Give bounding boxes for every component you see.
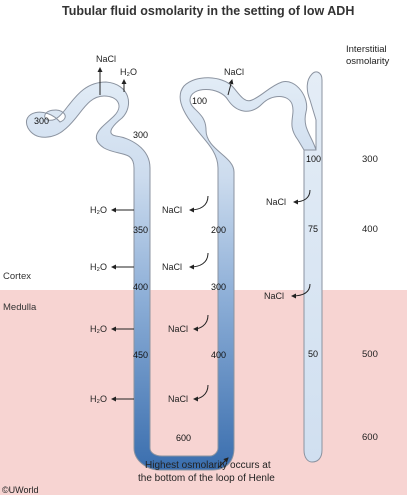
nacl-label-2: NaCl: [162, 262, 182, 272]
ascending-value-400: 400: [211, 350, 226, 360]
nephron-tubule: [26, 77, 317, 471]
nacl-label-cd-1: NaCl: [266, 197, 286, 207]
nacl-label-pct: NaCl: [96, 54, 116, 64]
interstitial-value-600: 600: [362, 432, 378, 443]
cd-value-75: 75: [308, 224, 318, 234]
h2o-label-1: H₂O: [90, 205, 107, 215]
cd-value-100: 100: [306, 154, 321, 164]
interstitial-value-400: 400: [362, 224, 378, 235]
dct-value-100: 100: [192, 96, 207, 106]
bottom-value-600: 600: [176, 433, 191, 443]
credit-label: ©UWorld: [2, 485, 38, 495]
interstitial-header-line-2: osmolarity: [346, 56, 390, 67]
annotation-pointer: [217, 457, 229, 469]
nacl-label-4: NaCl: [168, 394, 188, 404]
medulla-label: Medulla: [3, 302, 37, 313]
nacl-arrow-cd-2: [291, 283, 311, 299]
nacl-arrow-2: [189, 252, 209, 270]
h2o-label-pct: H₂O: [120, 67, 137, 77]
cortex-region: [0, 0, 407, 290]
nacl-arrow-dct: [227, 79, 234, 96]
h2o-label-4: H₂O: [90, 394, 107, 404]
cd-value-50: 50: [308, 349, 318, 359]
collecting-duct: [303, 71, 323, 463]
interstitial-value-500: 500: [362, 349, 378, 360]
ascending-value-300: 300: [211, 282, 226, 292]
nacl-arrow-cd-1: [293, 189, 311, 205]
cortex-label: Cortex: [3, 271, 31, 282]
pct-value-2: 300: [133, 130, 148, 140]
nacl-arrow-4: [193, 384, 209, 402]
nacl-label-cd-2: NaCl: [264, 291, 284, 301]
nacl-label-dct: NaCl: [224, 67, 244, 77]
annotation-line-2: the bottom of the loop of Henle: [138, 473, 275, 484]
nacl-label-1: NaCl: [162, 205, 182, 215]
diagram-title: Tubular fluid osmolarity in the setting …: [62, 4, 354, 18]
h2o-label-3: H₂O: [90, 324, 107, 334]
ascending-value-200: 200: [211, 225, 226, 235]
descending-value-450: 450: [133, 350, 148, 360]
interstitial-header-line-1: Interstitial: [346, 44, 387, 55]
interstitial-value-300: 300: [362, 154, 378, 165]
descending-value-350: 350: [133, 225, 148, 235]
nacl-label-3: NaCl: [168, 324, 188, 334]
descending-value-400: 400: [133, 282, 148, 292]
pct-value-1: 300: [34, 116, 49, 126]
nacl-arrow-3: [193, 314, 209, 332]
nacl-arrow-1: [189, 195, 209, 213]
h2o-label-2: H₂O: [90, 262, 107, 272]
annotation-line-1: Highest osmolarity occurs at: [145, 460, 271, 471]
